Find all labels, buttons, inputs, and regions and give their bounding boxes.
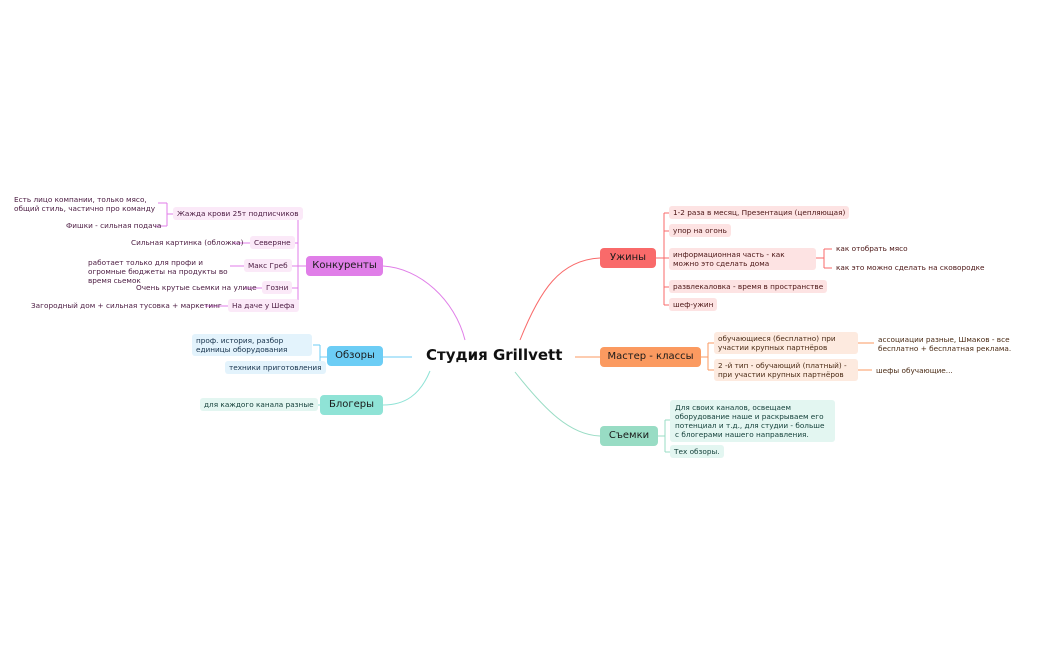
node-obzory-prof[interactable]: проф. история, разбор единицы оборудован… — [192, 334, 312, 357]
central-topic[interactable]: Студия Grillvett — [426, 346, 563, 364]
branch-obzory[interactable]: Обзоры — [327, 346, 383, 366]
node-master-besplatno[interactable]: обучающиеся (бесплатно) при участии круп… — [714, 332, 858, 355]
node-uzhiny-razvlekalovka[interactable]: развлекаловка - время в пространстве — [669, 280, 828, 294]
note-maks-greb[interactable]: работает только для профи и огромные бюд… — [88, 258, 228, 286]
node-uzhiny-info[interactable]: информационная часть - как можно это сде… — [669, 248, 816, 271]
node-uzhiny-shef[interactable]: шеф-ужин — [669, 298, 718, 312]
node-obzory-tehniki[interactable]: техники приготовления — [225, 361, 326, 375]
note-severyane[interactable]: Сильная картинка (обложка) — [131, 238, 244, 247]
branch-uzhiny[interactable]: Ужины — [600, 248, 656, 268]
node-zhazhda-krovi[interactable]: Жажда крови 25т подписчиков — [173, 207, 303, 221]
node-uzhiny-ogon[interactable]: упор на огонь — [669, 224, 731, 238]
note-zhazhda-face[interactable]: Есть лицо компании, только мясо, общий с… — [14, 195, 156, 214]
note-uzhiny-myaso[interactable]: как отобрать мясо — [836, 244, 908, 253]
node-semki-teh-obzory[interactable]: Тех обзоры. — [670, 445, 724, 459]
note-master-associacii[interactable]: ассоциации разные, Шмаков - все бесплатн… — [878, 335, 1012, 354]
node-maks-greb[interactable]: Макс Греб — [244, 259, 292, 273]
node-semki-kanaly[interactable]: Для своих каналов, освещаем оборудование… — [670, 400, 835, 443]
note-uzhiny-skovorodka[interactable]: как это можно сделать на сковородке — [836, 263, 985, 272]
note-gozni[interactable]: Очень крутые сьемки на улице — [136, 283, 257, 292]
branch-master-klassy[interactable]: Мастер - классы — [600, 347, 701, 367]
node-severyane[interactable]: Северяне — [250, 236, 295, 250]
note-master-shefy[interactable]: шефы обучающие... — [876, 366, 953, 375]
node-uzhiny-1-2-raza[interactable]: 1-2 раза в месяц, Презентация (цепляющая… — [669, 206, 850, 220]
note-zhazhda-feature[interactable]: Фишки - сильная подача — [66, 221, 162, 230]
node-dacha-u-shefa[interactable]: На даче у Шефа — [228, 299, 299, 313]
branch-semki[interactable]: Съемки — [600, 426, 658, 446]
node-blogery-kanal[interactable]: для каждого канала разные — [200, 398, 318, 412]
branch-blogery[interactable]: Блогеры — [320, 395, 383, 415]
node-master-platno[interactable]: 2 -й тип - обучающий (платный) - при уча… — [714, 359, 858, 382]
node-gozni[interactable]: Гозни — [262, 281, 293, 295]
note-dacha-u-shefa[interactable]: Загородный дом + сильная тусовка + марке… — [31, 301, 222, 310]
branch-konkurenty[interactable]: Конкуренты — [306, 256, 383, 276]
